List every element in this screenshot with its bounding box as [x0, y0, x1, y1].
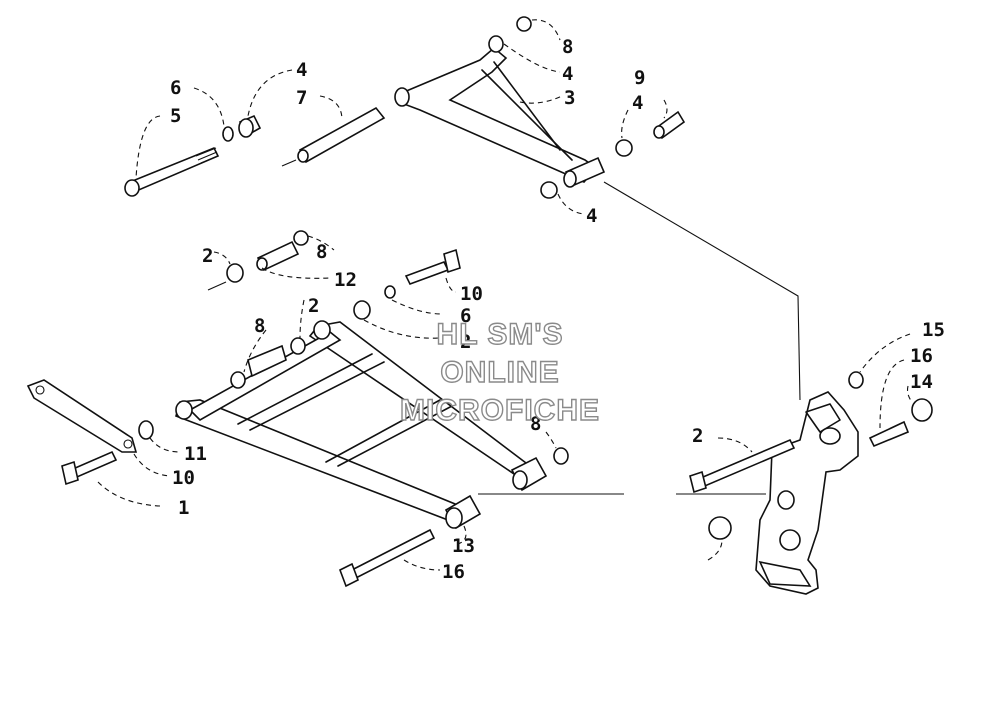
callout-12: 12 [334, 269, 357, 291]
callout-6-upper: 6 [170, 77, 181, 99]
watermark-line-1: HL SM'S [437, 318, 564, 351]
callout-2-right: 2 [460, 331, 471, 353]
watermark-line-2: ONLINE [440, 356, 559, 389]
callout-8-knuckle: 15 [922, 319, 945, 341]
callout-6-mid: 6 [460, 305, 471, 327]
callout-10-upper: 10 [460, 283, 483, 305]
callout-2-left: 11 [184, 443, 207, 465]
callout-4-top: 4 [562, 63, 573, 85]
callout-5: 5 [170, 105, 181, 127]
callout-1: 13 [452, 535, 475, 557]
callout-10-left: 1 [178, 497, 189, 519]
callout-3: 3 [564, 87, 575, 109]
callout-14: 2 [692, 425, 703, 447]
callout-4-right: 4 [632, 92, 643, 114]
watermark-line-3: MICROFICHE [400, 394, 600, 427]
lower-a-arm [175, 320, 548, 530]
callout-2-upper: 2 [202, 245, 213, 267]
callout-2-mid: 2 [308, 295, 319, 317]
watermark: HL SM'S ONLINE MICROFICHE [399, 317, 600, 427]
callout-11: 10 [172, 467, 195, 489]
upper-hardware [124, 16, 686, 199]
callout-9: 9 [634, 67, 645, 89]
callout-8-top: 8 [562, 36, 573, 58]
lower-hardware [26, 230, 569, 588]
callout-13: 16 [442, 561, 465, 583]
callout-16-top: 14 [910, 371, 933, 393]
callout-4-lower: 4 [586, 205, 597, 227]
callout-4-left: 4 [296, 59, 307, 81]
callout-8-upper-left: 8 [316, 241, 327, 263]
callout-8-right: 8 [530, 413, 541, 435]
callout-8-left: 8 [254, 315, 265, 337]
connection-lines [478, 181, 801, 495]
leader-lines [97, 19, 913, 571]
callout-15: 16 [910, 345, 933, 367]
callout-7: 7 [296, 87, 307, 109]
callout-labels: 8 4 3 9 4 4 6 5 4 7 2 8 12 10 8 2 6 2 8 … [170, 36, 945, 583]
steering-knuckle [689, 371, 933, 595]
